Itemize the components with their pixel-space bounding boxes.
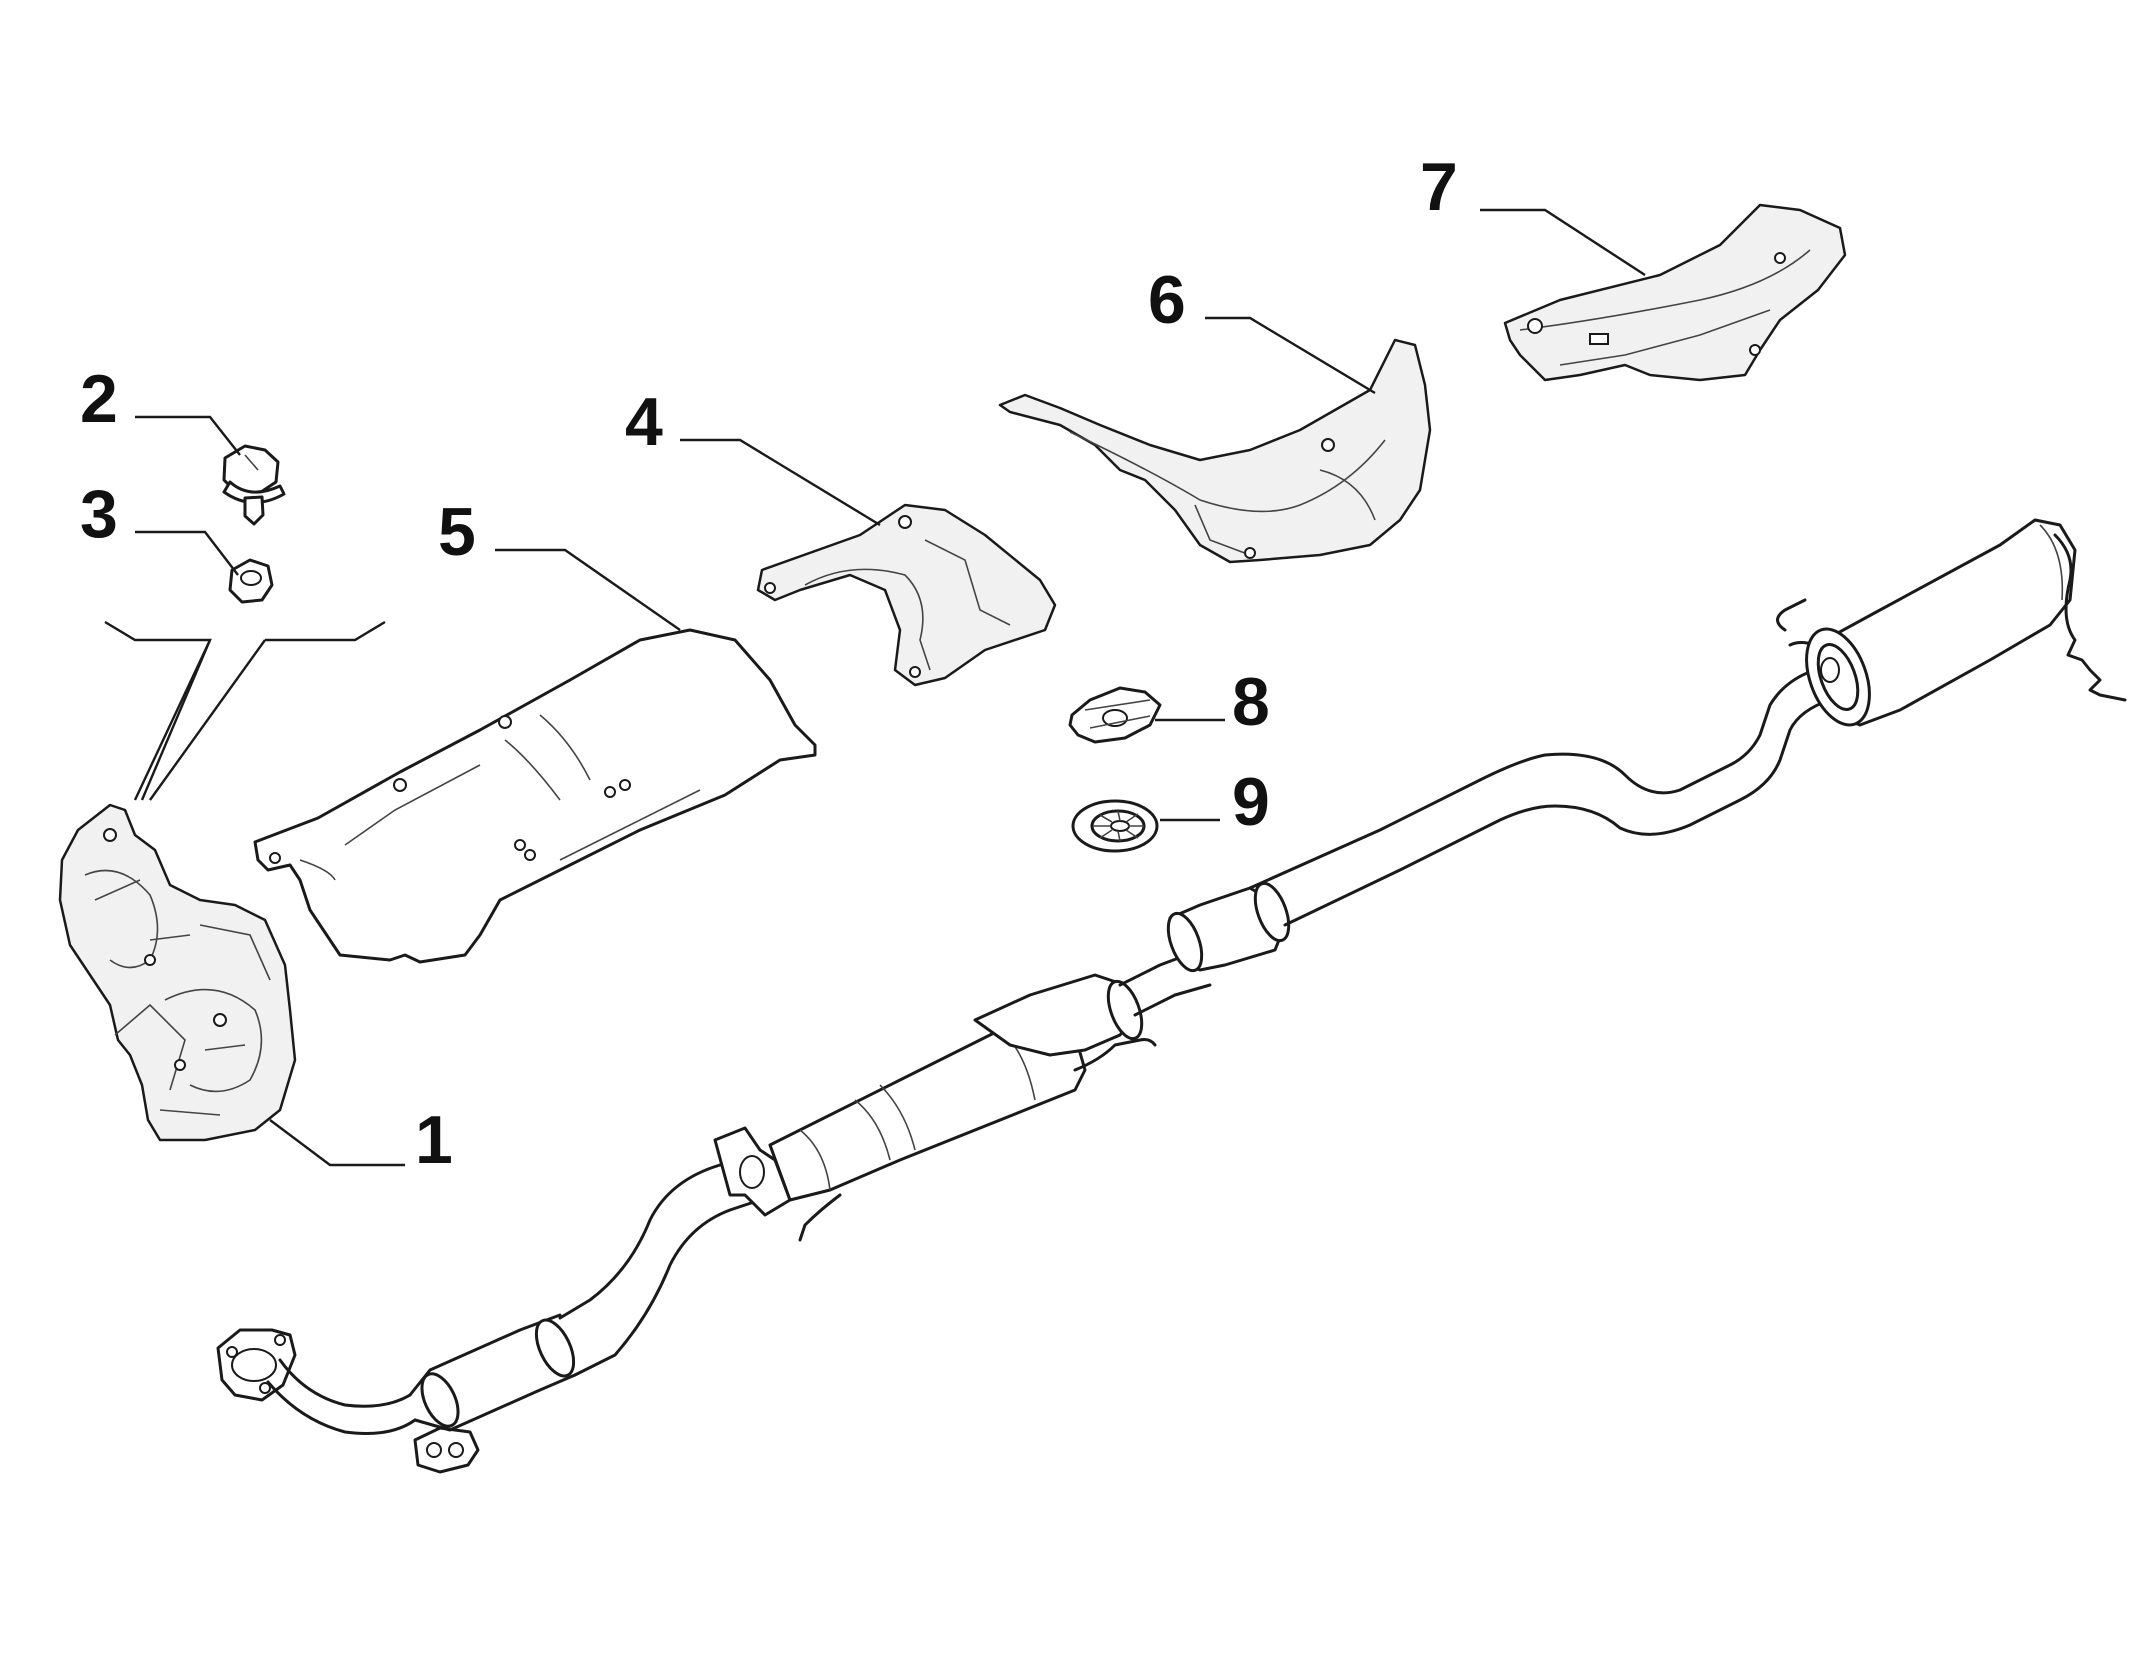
callout-7: 7 — [1420, 149, 1458, 225]
part-8-clip — [1068, 686, 1162, 744]
part-7-rear-heat-shield — [1503, 203, 1847, 382]
part-9-washer — [1071, 799, 1159, 853]
callout-3: 3 — [80, 476, 118, 552]
part-3-nut — [228, 558, 274, 604]
callout-6: 6 — [1148, 262, 1186, 338]
callout-2: 2 — [80, 361, 118, 437]
leader-lines — [104, 208, 1646, 1167]
part-1-manifold-heat-shield — [58, 803, 297, 1142]
callout-1: 1 — [415, 1102, 453, 1178]
part-4-heat-shield — [756, 503, 1057, 687]
part-5-heat-shield — [253, 628, 817, 964]
part-2-bolt — [222, 444, 286, 526]
callout-9: 9 — [1232, 764, 1270, 840]
part-6-heat-shield — [998, 338, 1432, 564]
callout-labels: 1 2 3 4 5 6 7 8 9 — [80, 149, 1458, 1178]
callout-5: 5 — [438, 494, 476, 570]
callout-4: 4 — [625, 384, 663, 460]
callout-8: 8 — [1232, 664, 1270, 740]
exhaust-pipe-assembly — [216, 518, 2127, 1474]
